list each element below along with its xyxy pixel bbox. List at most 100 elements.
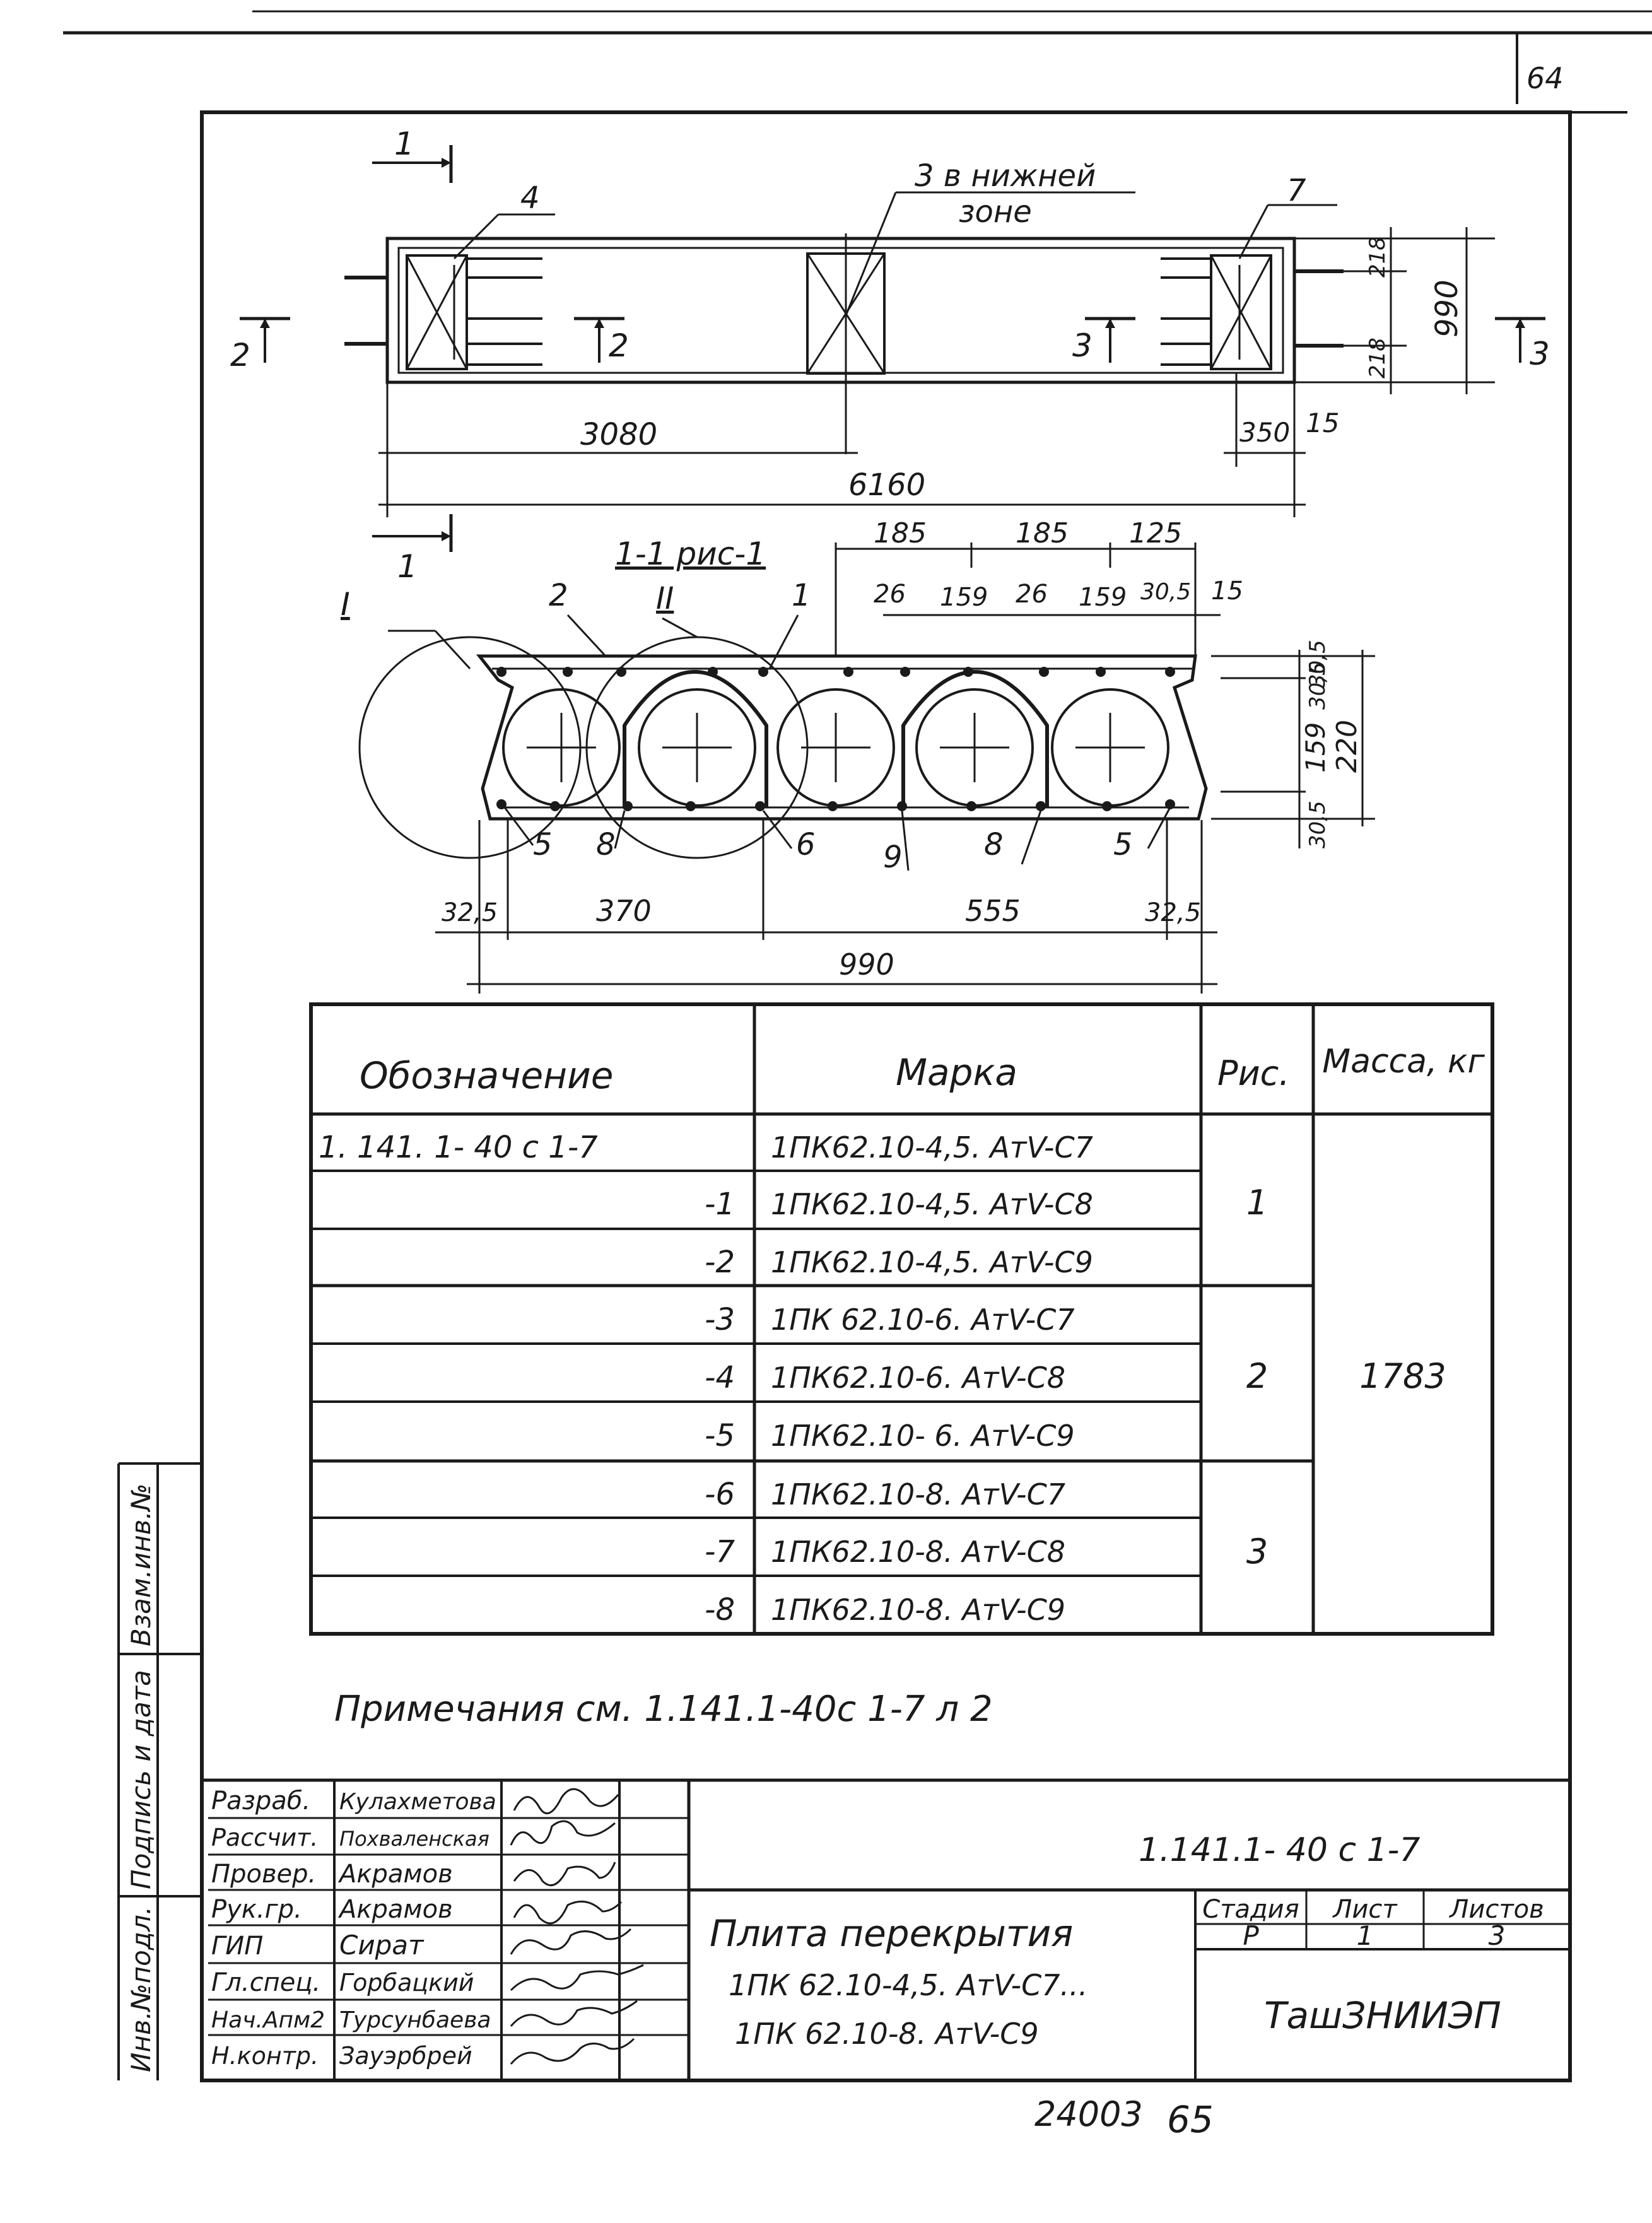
title-name-1: Похваленская	[339, 1827, 489, 1851]
plan-dimensions	[378, 227, 1495, 517]
section-mark-3-left: 3	[1072, 327, 1093, 364]
title-name-4: Сират	[339, 1930, 425, 1961]
table-row-6-mark: 1ПК62.10-8. АтV-С7	[771, 1477, 1065, 1511]
margin-inv-label: Инв.№подл.	[126, 1906, 156, 2072]
title-line-2: 1ПК 62.10-4,5. АтV-С7...	[729, 1968, 1087, 2002]
section-title: 1-1 рис-1	[615, 536, 766, 572]
table-row-6-designation: -6	[705, 1477, 735, 1512]
plan-callout-3-line1: 3 в нижней	[915, 158, 1096, 194]
section-mark-1-top: 1	[394, 126, 414, 162]
table-row-4-designation: -4	[705, 1360, 735, 1395]
title-block-grid	[202, 1778, 1570, 2082]
section-callout-2: 2	[549, 578, 568, 613]
section-mark-1-bottom: 1	[397, 548, 418, 585]
table-row-0-designation: 1. 141. 1- 40 с 1-7	[319, 1130, 598, 1165]
title-name-2: Акрамов	[337, 1860, 453, 1889]
signatures	[510, 1788, 644, 2065]
title-role-1: Рассчит.	[211, 1824, 318, 1851]
table-row-2-designation: -2	[705, 1245, 735, 1280]
section-right-dim-159: 159	[1300, 722, 1331, 773]
margin-replacement-label: Взам.инв.№	[126, 1484, 156, 1646]
title-sheets-value: 3	[1489, 1920, 1506, 1951]
title-role-7: Н.контр.	[211, 2042, 319, 2070]
section-dim-15: 15	[1211, 577, 1243, 606]
table-row-0-mark: 1ПК62.10-4,5. АтV-С7	[771, 1130, 1093, 1164]
section-dim-159-a: 159	[940, 583, 988, 612]
table-figure-1: 1	[1246, 1183, 1268, 1223]
table-header-designation: Обозначение	[360, 1054, 613, 1097]
title-doc-code: 1.141.1- 40 с 1-7	[1139, 1831, 1421, 1869]
section-dim-370: 370	[596, 894, 652, 928]
section-dimensions	[435, 543, 1375, 994]
table-row-7-mark: 1ПК62.10-8. АтV-С8	[771, 1535, 1065, 1569]
table-row-1-designation: -1	[705, 1187, 735, 1222]
title-line-3: 1ПК 62.10-8. АтV-С9	[735, 2017, 1039, 2051]
section-dim-990: 990	[839, 947, 894, 982]
section-markers	[240, 145, 1545, 552]
section-mark-2-left: 2	[230, 337, 250, 373]
plan-callout-7: 7	[1287, 173, 1306, 208]
plan-dim-218-bottom: 218	[1365, 337, 1390, 378]
title-stage-value: Р	[1243, 1920, 1259, 1951]
drawing-note: Примечания см. 1.141.1-40с 1-7 л 2	[334, 1689, 993, 1730]
title-name-5: Горбацкий	[339, 1969, 474, 1997]
title-role-6: Нач.Апм2	[211, 2007, 325, 2033]
table-figure-2: 2	[1246, 1356, 1268, 1396]
section-right-dim-30-5-c: 30,5	[1305, 801, 1330, 848]
section-dim-125: 125	[1129, 517, 1182, 549]
section-right-dim-30-5-a: 30,5	[1305, 640, 1330, 688]
section-dim-185-a: 185	[874, 517, 927, 549]
section-dim-32-5-left: 32,5	[442, 898, 498, 927]
section-mark-2-right: 2	[609, 327, 629, 364]
table-mass-value: 1783	[1359, 1356, 1446, 1396]
title-sheet-value: 1	[1357, 1920, 1374, 1951]
title-stage-label: Стадия	[1202, 1895, 1299, 1924]
section-dim-185-b: 185	[1016, 517, 1069, 549]
section-dim-26-b: 26	[1016, 580, 1048, 609]
table-row-4-mark: 1ПК62.10-6. АтV-С8	[771, 1361, 1065, 1395]
section-callout-I: I	[341, 586, 350, 623]
title-name-7: Зауэрбрей	[339, 2042, 472, 2070]
section-dim-26-a: 26	[874, 580, 906, 609]
section-dim-30-5-top: 30,5	[1140, 579, 1191, 605]
spec-table-grid	[309, 1002, 1494, 1636]
table-figure-3: 3	[1246, 1532, 1268, 1571]
stamp-number: 65	[1167, 2098, 1214, 2141]
table-header-mark: Марка	[896, 1051, 1017, 1094]
title-role-0: Разраб.	[211, 1786, 310, 1815]
title-line-1: Плита перекрытия	[710, 1912, 1073, 1955]
section-dim-555: 555	[965, 894, 1021, 928]
plan-callout-3-line2: зоне	[959, 194, 1032, 230]
table-row-8-designation: -8	[705, 1592, 735, 1628]
plan-dim-6160: 6160	[848, 467, 925, 503]
plan-dim-990: 990	[1429, 279, 1465, 337]
plan-callout-4: 4	[520, 180, 540, 216]
plan-dim-350: 350	[1239, 417, 1290, 448]
section-callout-1: 1	[792, 578, 811, 613]
section-callout-6: 6	[796, 827, 816, 862]
plan-dim-15: 15	[1306, 408, 1339, 438]
section-mark-3-right: 3	[1530, 336, 1550, 372]
left-margin-stamp: Инв.№подл. Подпись и дата Взам.инв.№	[117, 1462, 202, 2080]
title-sheet-label: Лист	[1332, 1895, 1398, 1924]
section-callout-5-left: 5	[533, 827, 553, 862]
section-dim-32-5-right: 32,5	[1145, 898, 1201, 927]
title-organization: ТашЗНИИЭП	[1264, 1994, 1501, 2037]
section-dim-159-b: 159	[1079, 583, 1127, 612]
title-name-6: Турсунбаева	[339, 2007, 491, 2033]
table-row-3-designation: -3	[705, 1302, 735, 1337]
section-callout-8-right: 8	[984, 827, 1004, 862]
archive-number: 24003	[1034, 2094, 1143, 2134]
table-header-figure: Рис.	[1217, 1053, 1290, 1093]
margin-signature-label: Подпись и дата	[126, 1670, 156, 1889]
section-callout-5-right: 5	[1113, 827, 1133, 862]
section-callout-II: II	[656, 581, 674, 616]
table-row-5-designation: -5	[705, 1418, 735, 1453]
section-callout-9: 9	[883, 840, 903, 875]
plan-dim-218-top: 218	[1365, 237, 1390, 278]
table-row-7-designation: -7	[705, 1534, 735, 1569]
title-name-3: Акрамов	[337, 1895, 453, 1924]
plan-view	[344, 191, 1344, 454]
section-callout-8-left: 8	[596, 827, 616, 862]
